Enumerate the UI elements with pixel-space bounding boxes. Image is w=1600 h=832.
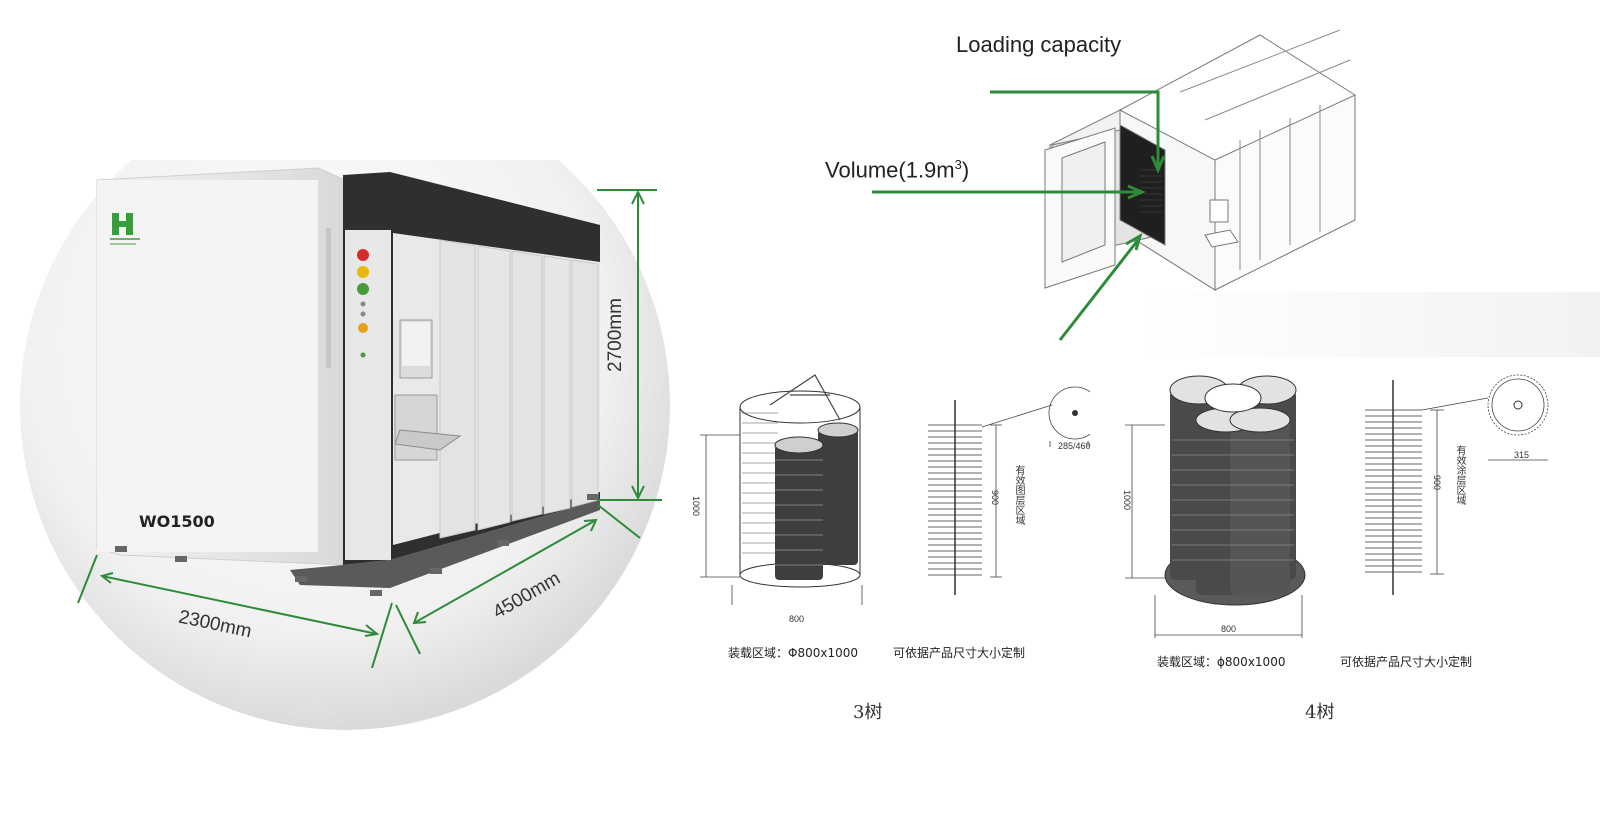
four-tree-disc-dim: 315 (1514, 450, 1530, 460)
three-tree-coating-height: 900 (990, 490, 1000, 506)
volume-callout: Volume(1.9m3) (825, 157, 970, 183)
three-tree-width: 800 (789, 614, 805, 624)
three-tree-coating-label: 有效图层区域 (1013, 465, 1024, 525)
loading-capacity-callout: Loading capacity (956, 32, 1122, 57)
four-tree-load-area: 装载区域：ϕ800x1000 (1157, 655, 1286, 669)
machine-frame (290, 172, 600, 588)
traffic-light-icon (357, 249, 369, 261)
hk-logo-icon (110, 213, 140, 245)
three-tree-load-area: 装载区域：Φ800x1000 (728, 646, 858, 660)
end-cabinet (96, 167, 346, 566)
four-tree-drawing (1125, 374, 1549, 638)
three-tree-drawing (700, 374, 1090, 605)
isometric-machine (872, 30, 1356, 341)
dimension-lines (77, 189, 662, 669)
callout-lines (872, 90, 1166, 341)
four-tree-height: 1000 (1122, 490, 1132, 511)
four-tree-caption: 4树 (1305, 702, 1335, 723)
three-tree-height: 1000 (691, 496, 701, 517)
three-tree-custom-note: 可依据产品尺寸大小定制 (893, 646, 1026, 660)
four-tree-coating-label: 有效涂层区域 (1454, 445, 1465, 505)
machine-illustration (0, 0, 700, 730)
three-tree-caption: 3树 (853, 702, 883, 723)
height-dimension: 2700mm (605, 298, 626, 372)
loading-tray (394, 394, 438, 461)
four-tree-custom-note: 可依据产品尺寸大小定制 (1340, 655, 1473, 669)
four-tree-width: 800 (1221, 624, 1237, 634)
model-label: WO1500 (139, 512, 215, 531)
four-tree-coating-height: 900 (1432, 475, 1442, 491)
control-panel (345, 230, 391, 560)
three-tree-disc-dim: 285/460 (1058, 441, 1091, 451)
